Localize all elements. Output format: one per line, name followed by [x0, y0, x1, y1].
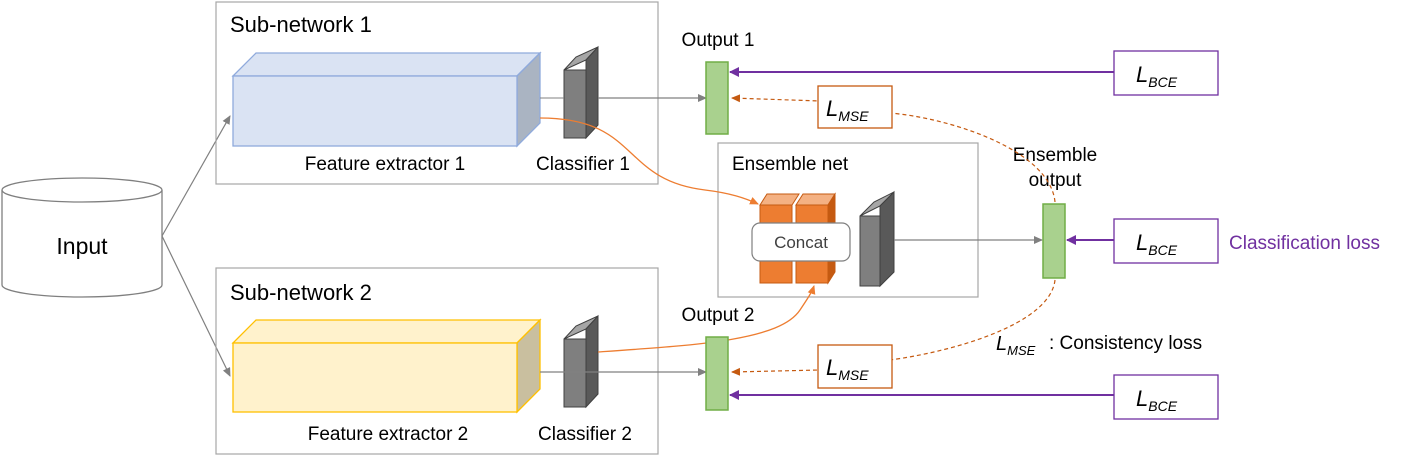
- feature1-to-concat-curve: [539, 117, 759, 205]
- mse-label-top: LMSE: [826, 96, 869, 124]
- subnetwork-1: Sub-network 1 Feature extractor 1 Classi…: [215, 1, 659, 185]
- bce-label-ensemble: LBCE: [1136, 230, 1178, 258]
- consistency-loss-symbol: LMSE: [996, 333, 1036, 358]
- ensemble-net: Ensemble net Concat: [717, 142, 979, 298]
- mse-curve-top: [731, 94, 1056, 203]
- classifier-1-label: Classifier 1: [536, 154, 630, 175]
- subnetwork-1-title: Sub-network 1: [230, 12, 372, 37]
- feature-extractor-1-label: Feature extractor 1: [305, 154, 466, 175]
- ensemble-output-label-line1: Ensemble: [1013, 145, 1098, 166]
- input-cylinder: Input: [1, 177, 163, 298]
- ensemble-classifier: [859, 190, 895, 288]
- feature2-to-concat-curve: [597, 285, 816, 353]
- bce-label-1: LBCE: [1136, 62, 1178, 90]
- subnetwork-1-box: [215, 1, 659, 185]
- mse-box-top: [817, 85, 893, 129]
- bce-label-2: LBCE: [1136, 386, 1178, 414]
- bce-box-1: [1113, 50, 1219, 96]
- feature-extractor-2: [231, 318, 542, 414]
- output-1-label: Output 1: [682, 30, 755, 51]
- subnetwork-2: Sub-network 2 Feature extractor 2 Classi…: [215, 267, 659, 455]
- classifier-2: [563, 314, 599, 409]
- ensemble-output-node: [1042, 203, 1066, 279]
- output-2-node: [705, 336, 729, 411]
- feature-extractor-1: [231, 51, 542, 148]
- input-to-subnet2-arrow: [161, 235, 231, 377]
- output-2-label: Output 2: [682, 305, 755, 326]
- mse-box-bottom: [817, 344, 893, 389]
- feature-extractor-2-label: Feature extractor 2: [308, 424, 469, 445]
- input-to-subnet1-arrow: [161, 115, 231, 237]
- consistency-loss-label: : Consistency loss: [1049, 333, 1202, 354]
- concat-label: Concat: [774, 233, 828, 252]
- subnetwork-2-title: Sub-network 2: [230, 280, 372, 305]
- classification-loss-label: Classification loss: [1229, 233, 1380, 254]
- classifier-2-label: Classifier 2: [538, 424, 632, 445]
- subnetwork-2-box: [215, 267, 659, 455]
- bce-box-2: [1113, 374, 1219, 420]
- ensemble-net-title: Ensemble net: [732, 154, 849, 175]
- mse-label-bottom: LMSE: [826, 355, 869, 383]
- classifier-1: [563, 45, 599, 140]
- output-1-node: [705, 61, 729, 135]
- input-label: Input: [56, 233, 108, 259]
- ensemble-net-box: [717, 142, 979, 298]
- ensemble-output-label-line2: output: [1029, 170, 1083, 191]
- concat-node: [751, 222, 851, 262]
